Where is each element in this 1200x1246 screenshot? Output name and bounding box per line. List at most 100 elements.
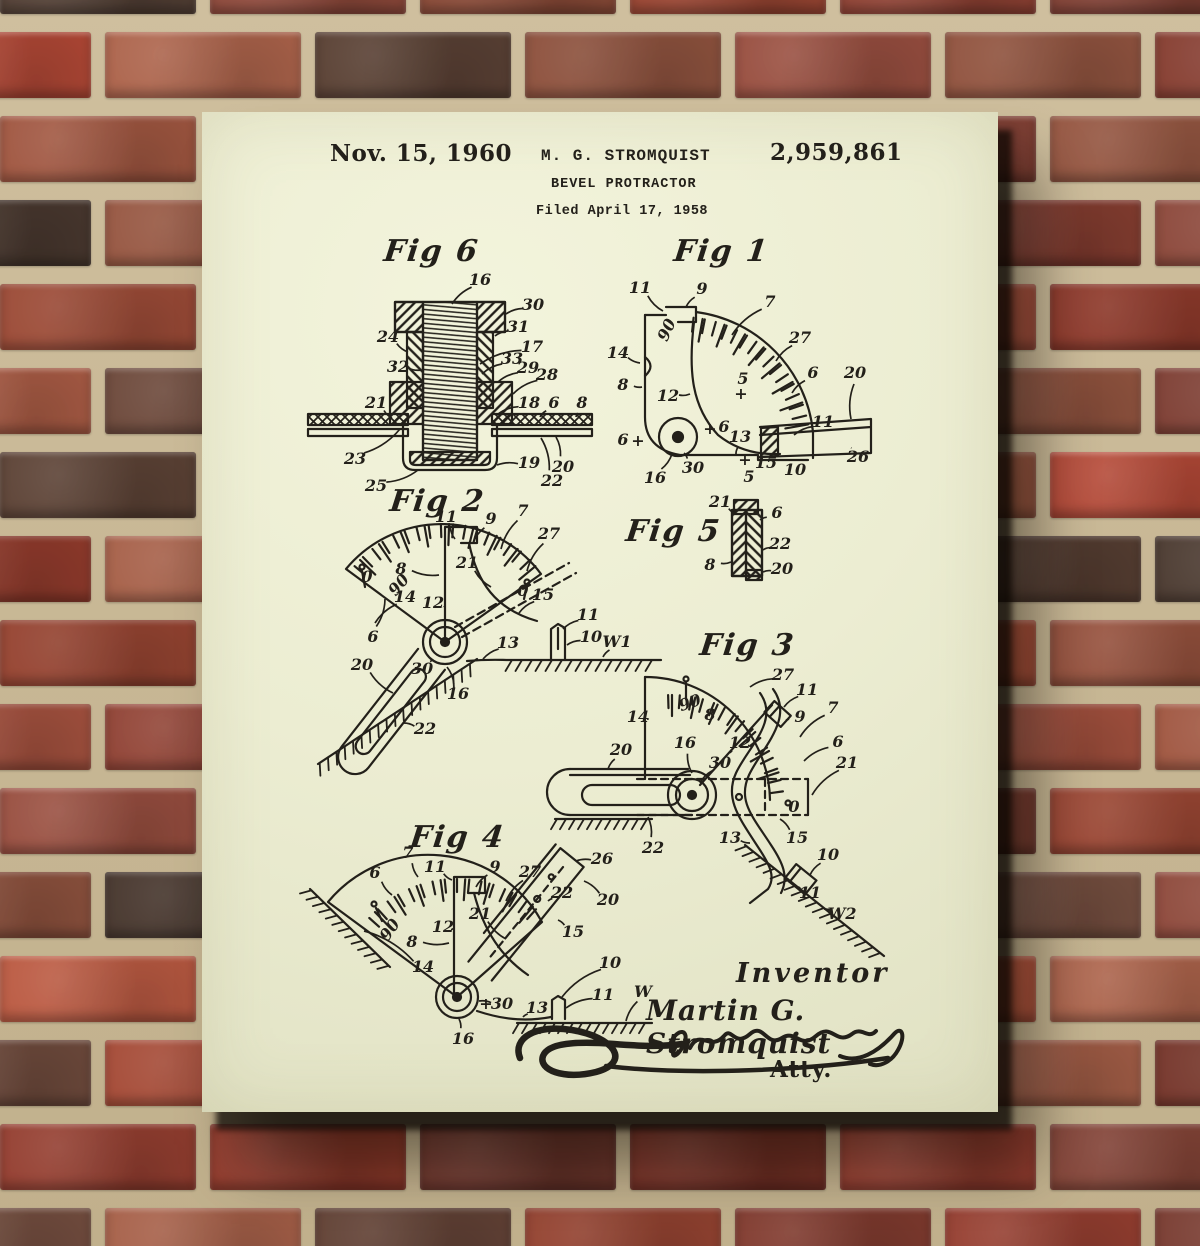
brick	[1050, 788, 1200, 854]
leader-line	[383, 410, 393, 419]
reference-numeral: 20	[770, 559, 793, 578]
reference-numeral: 6	[832, 732, 843, 751]
reference-numeral: 25	[364, 476, 387, 495]
brick	[315, 1208, 511, 1246]
reference-numeral: 14	[412, 957, 434, 976]
brick	[1155, 32, 1200, 98]
brick	[1050, 284, 1200, 350]
reference-numeral: 6	[369, 863, 380, 882]
reference-numeral: +	[631, 431, 644, 450]
reference-numeral: 20	[350, 655, 373, 674]
reference-numeral: 15	[562, 922, 584, 941]
leader-line	[458, 1018, 462, 1029]
leader-line	[539, 410, 547, 418]
leader-line	[474, 570, 492, 588]
leader-line	[728, 508, 737, 515]
brick	[0, 536, 91, 602]
reference-numeral: 30	[411, 659, 433, 678]
leader-line	[797, 886, 801, 889]
brick	[1050, 0, 1200, 14]
brick	[0, 620, 196, 686]
reference-numeral: 6	[617, 430, 628, 449]
brick	[1050, 956, 1200, 1022]
brick	[1050, 620, 1200, 686]
patent-filed-date: Filed April 17, 1958	[536, 204, 709, 219]
inventor-heading: Inventor	[736, 958, 890, 989]
reference-numeral: 13	[526, 998, 548, 1017]
reference-numeral: 11	[796, 680, 818, 699]
brick	[630, 1124, 826, 1190]
leader-line	[555, 436, 562, 457]
reference-numeral: 11	[577, 605, 599, 624]
leader-line	[443, 873, 453, 881]
reference-numeral: 5	[737, 369, 748, 388]
reference-numeral: 27	[788, 328, 811, 347]
reference-numeral: 21	[708, 492, 731, 511]
leader-line	[731, 308, 763, 336]
reference-numeral: 18	[518, 393, 540, 412]
leader-line	[497, 371, 519, 383]
leader-line	[478, 999, 492, 1004]
patent-poster: Nov. 15, 1960 M. G. STROMQUIST 2,959,861…	[202, 112, 998, 1112]
brick	[735, 32, 931, 98]
reference-numeral: 11	[424, 857, 446, 876]
fig2-slope-hatch	[318, 662, 472, 777]
leader-line	[522, 1013, 528, 1018]
reference-numeral: 8	[616, 375, 628, 394]
brick	[0, 872, 91, 938]
fig4-slope-hatch	[299, 889, 390, 970]
leader-line	[482, 648, 499, 660]
brick	[630, 0, 826, 14]
reference-numeral: 20	[609, 740, 632, 759]
brick	[315, 32, 511, 98]
reference-numeral: W2	[827, 904, 856, 923]
leader-line	[380, 881, 393, 896]
brick	[105, 32, 301, 98]
leader-line	[487, 921, 507, 940]
leader-line	[740, 839, 751, 844]
leader-line	[685, 296, 696, 308]
fig4-scale-ticks	[368, 877, 538, 928]
reference-numeral: 0	[361, 567, 372, 586]
brick	[0, 1040, 91, 1106]
reference-numeral: 27	[537, 524, 560, 543]
reference-numeral: 6	[807, 363, 818, 382]
leader-line	[561, 968, 602, 998]
brick	[0, 452, 196, 518]
reference-numeral: 20	[596, 890, 619, 909]
leader-line	[783, 695, 799, 708]
leader-line	[566, 639, 581, 646]
leader-line	[475, 874, 488, 888]
brick	[0, 200, 91, 266]
reference-numeral: 11	[435, 507, 457, 526]
reference-numeral: 8	[394, 559, 406, 578]
leader-line	[565, 997, 593, 1009]
reference-numeral: 21	[835, 753, 858, 772]
reference-numeral: 9	[794, 707, 805, 726]
fig3-slope-hatch	[734, 845, 882, 959]
reference-numeral: 11	[812, 412, 834, 431]
reference-numeral: 10	[817, 845, 839, 864]
reference-numeral: 32	[387, 357, 409, 376]
brick	[0, 788, 196, 854]
reference-numeral: 11	[592, 985, 614, 1004]
leader-line	[678, 393, 691, 397]
leader-line	[422, 941, 450, 946]
reference-numeral: 27	[518, 862, 541, 881]
reference-numeral: 22	[768, 534, 791, 553]
leader-line	[411, 569, 440, 577]
reference-numeral: 24	[376, 327, 399, 346]
brick	[735, 1208, 931, 1246]
reference-numeral: 6	[771, 503, 782, 522]
leader-line	[779, 818, 791, 831]
patent-title: BEVEL PROTRACTOR	[551, 177, 697, 192]
leader-line	[775, 344, 793, 362]
reference-numeral: 6	[367, 627, 378, 646]
leader-line	[449, 527, 456, 540]
brick	[0, 368, 91, 434]
